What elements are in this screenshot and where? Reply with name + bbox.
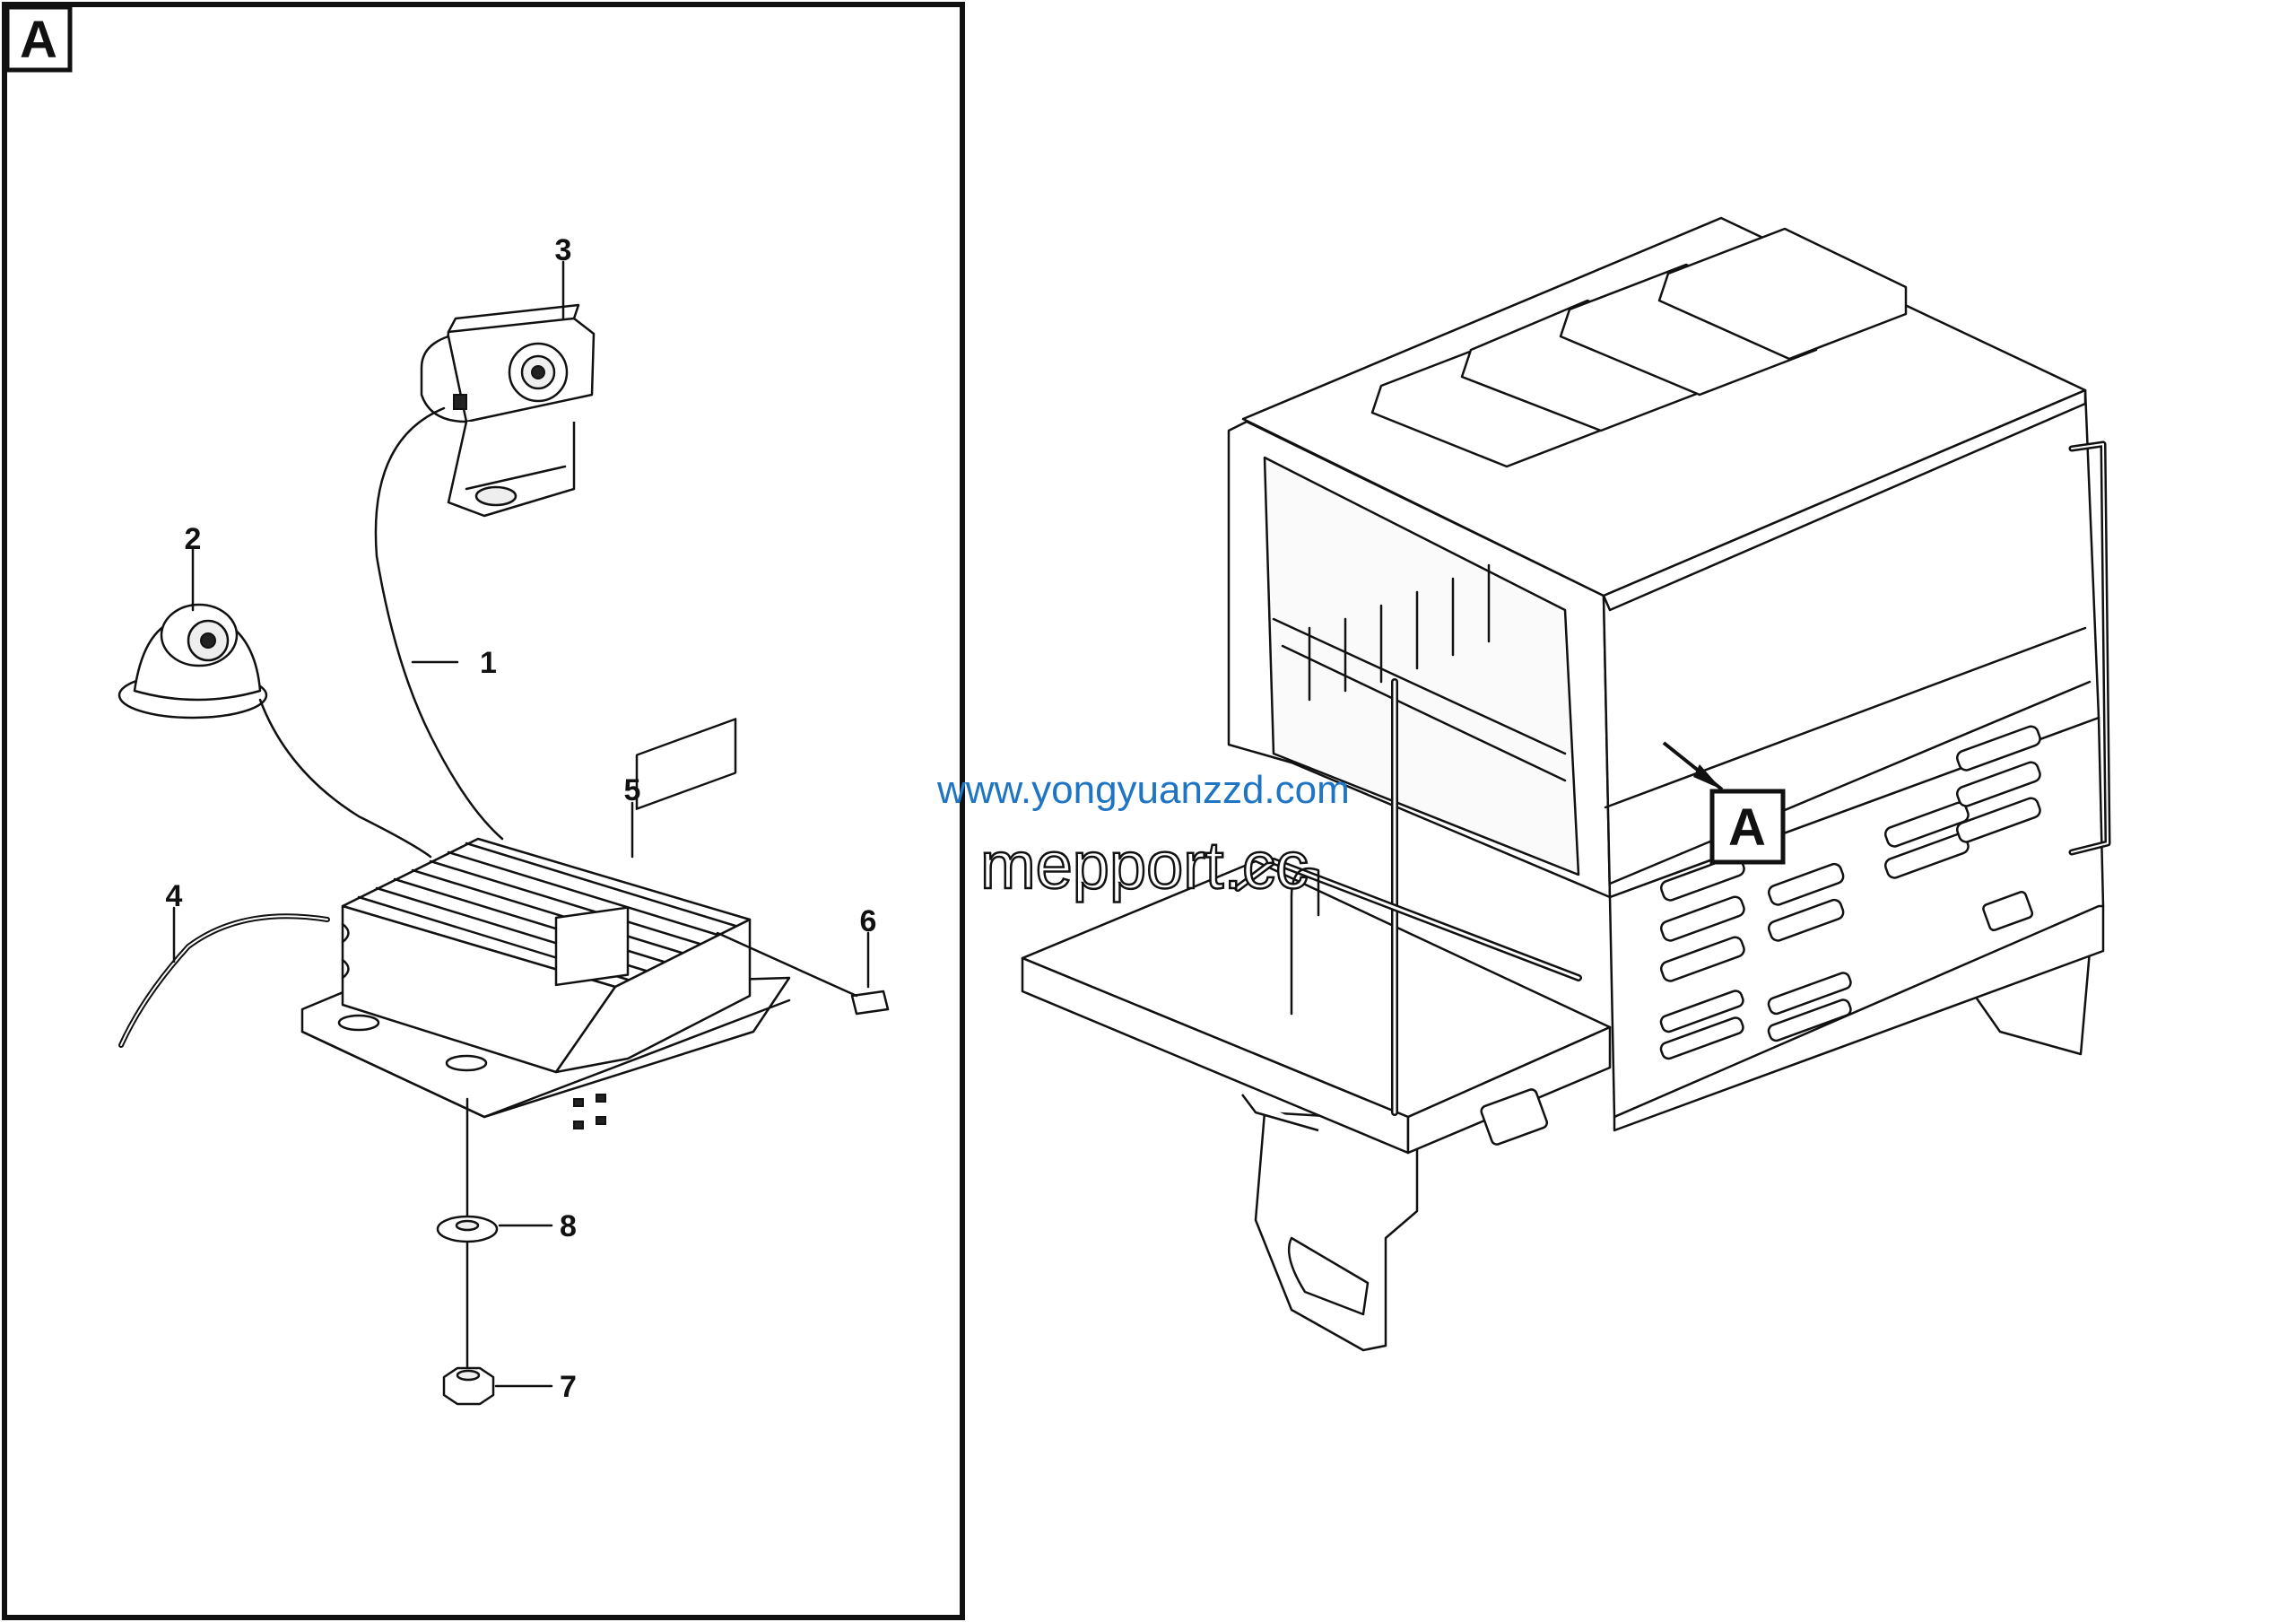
watermark-secondary: mepport.cc <box>980 828 1309 903</box>
control-box-part <box>300 718 791 1129</box>
callout-1: 1 <box>480 646 497 680</box>
cable-part-1 <box>374 406 504 841</box>
callouts: 3 2 1 5 4 6 8 7 <box>166 233 877 1404</box>
callout-8: 8 <box>560 1209 577 1243</box>
location-label-box <box>1709 789 1786 865</box>
callout-4: 4 <box>166 879 183 913</box>
cable-part-4-inner <box>120 915 328 1046</box>
callout-6: 6 <box>860 904 877 938</box>
watermark-primary: www.yongyuanzzd.com <box>936 768 1350 812</box>
view-label-box: A <box>4 4 73 73</box>
washer-part <box>436 1215 499 1243</box>
camera-cable <box>258 698 432 859</box>
callout-2: 2 <box>185 522 202 556</box>
rear-camera-part <box>420 303 596 518</box>
location-label-text: A <box>1728 798 1766 857</box>
dome-camera-part <box>117 603 268 719</box>
cable-part-4 <box>118 913 330 1048</box>
machine-cab-view: A <box>1021 216 2111 1352</box>
view-label-text: A <box>20 11 57 69</box>
callout-3: 3 <box>555 233 572 267</box>
nut-part <box>442 1366 495 1406</box>
callout-7: 7 <box>560 1370 577 1404</box>
label-part <box>850 990 890 1016</box>
callout-5: 5 <box>624 773 641 807</box>
detail-frame <box>2 2 965 1620</box>
